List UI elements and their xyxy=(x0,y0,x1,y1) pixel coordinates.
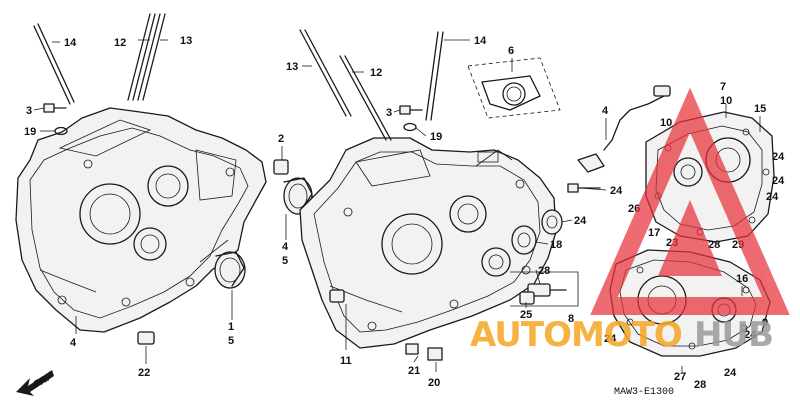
callout-26: 24 xyxy=(610,185,623,197)
left-crankcase-half xyxy=(15,107,267,333)
bracket-9 xyxy=(510,271,579,307)
callout-9: 8 xyxy=(568,313,574,325)
sensor-7 xyxy=(577,85,671,173)
callout-28-c: 28 xyxy=(694,379,706,391)
callout-24-e: 24 xyxy=(766,191,779,203)
callout-24-b: 24 xyxy=(772,151,785,163)
callout-1-left-case: 4 xyxy=(70,337,77,349)
callout-20: 20 xyxy=(428,377,440,389)
callout-14-left: 14 xyxy=(64,37,77,49)
callout-10-right: 15 xyxy=(754,103,766,115)
callout-24-a: 10 xyxy=(660,117,672,129)
callout-24-c: 24 xyxy=(772,175,785,187)
callout-12-center: 12 xyxy=(370,67,382,79)
seal-18 xyxy=(541,209,563,235)
svg-text:HUB: HUB xyxy=(694,315,773,355)
callout-numbers: 14 12 13 3 19 2 4 5 1 5 22 13 12 14 6 3 … xyxy=(24,35,785,391)
callout-23: 17 xyxy=(648,227,660,239)
dowel-pin-22 xyxy=(137,331,155,345)
callout-17: 18 xyxy=(550,239,562,251)
callout-2: 2 xyxy=(278,133,284,145)
stud-bolts-left xyxy=(33,13,166,105)
callout-14-center: 14 xyxy=(474,35,487,47)
callout-11: 24 xyxy=(604,333,617,345)
dowel-pin-2 xyxy=(273,159,289,175)
callout-16: 28 xyxy=(538,265,550,277)
callout-18: 24 xyxy=(574,215,587,227)
callout-24-g: 24 xyxy=(744,329,757,341)
callout-7: 4 xyxy=(602,105,609,117)
bolt-21 xyxy=(405,343,419,355)
gasket-6-box xyxy=(467,57,561,119)
callout-4-center: 11 xyxy=(340,355,352,367)
callout-3-left: 3 xyxy=(26,105,32,117)
callout-19-left: 19 xyxy=(24,126,36,138)
callout-24-f: 9 xyxy=(762,317,768,329)
callout-29: 28 xyxy=(708,239,720,251)
callout-3-center: 3 xyxy=(386,107,392,119)
callout-21: 21 xyxy=(408,365,420,377)
callout-27: 27 xyxy=(674,371,686,383)
washer-19-center xyxy=(403,122,417,132)
seal-17 xyxy=(511,225,537,255)
svg-text:AUTOMOTO: AUTOMOTO xyxy=(470,315,682,355)
callout-10-top: 7 xyxy=(720,81,726,93)
bolt-20 xyxy=(427,347,443,361)
callout-13-left: 13 xyxy=(180,35,192,47)
leader-lines xyxy=(33,39,761,372)
callout-5-bearing: 5 xyxy=(228,335,234,347)
bolt-3-center xyxy=(399,105,423,115)
callout-6: 6 xyxy=(508,45,514,57)
callout-1-bearing: 1 xyxy=(228,321,234,333)
stud-bolts-center xyxy=(299,29,444,141)
callout-13-center: 13 xyxy=(286,61,298,73)
callout-19-center: 19 xyxy=(430,131,442,143)
callout-4-left: 4 xyxy=(282,241,289,253)
right-crankcase-half xyxy=(299,137,557,349)
front-direction-arrow: FR. xyxy=(16,370,54,396)
diagram-code: MAW3-E1300 xyxy=(614,387,674,398)
bearing-1 xyxy=(214,251,246,289)
callout-24-h: 24 xyxy=(724,367,737,379)
dowel-4-bottom xyxy=(329,289,345,303)
callout-5-left: 5 xyxy=(282,255,288,267)
callout-22: 22 xyxy=(138,367,150,379)
callout-25: 16 xyxy=(736,273,748,285)
callout-15: 10 xyxy=(720,95,732,107)
bolt-3-left xyxy=(43,103,67,113)
automotohub-logo xyxy=(590,87,790,315)
callout-8: 25 xyxy=(520,309,532,321)
automotohub-wordmark: AUTOMOTO HUB xyxy=(470,315,774,355)
switch-8 xyxy=(519,291,535,305)
callout-12-left: 12 xyxy=(114,37,126,49)
